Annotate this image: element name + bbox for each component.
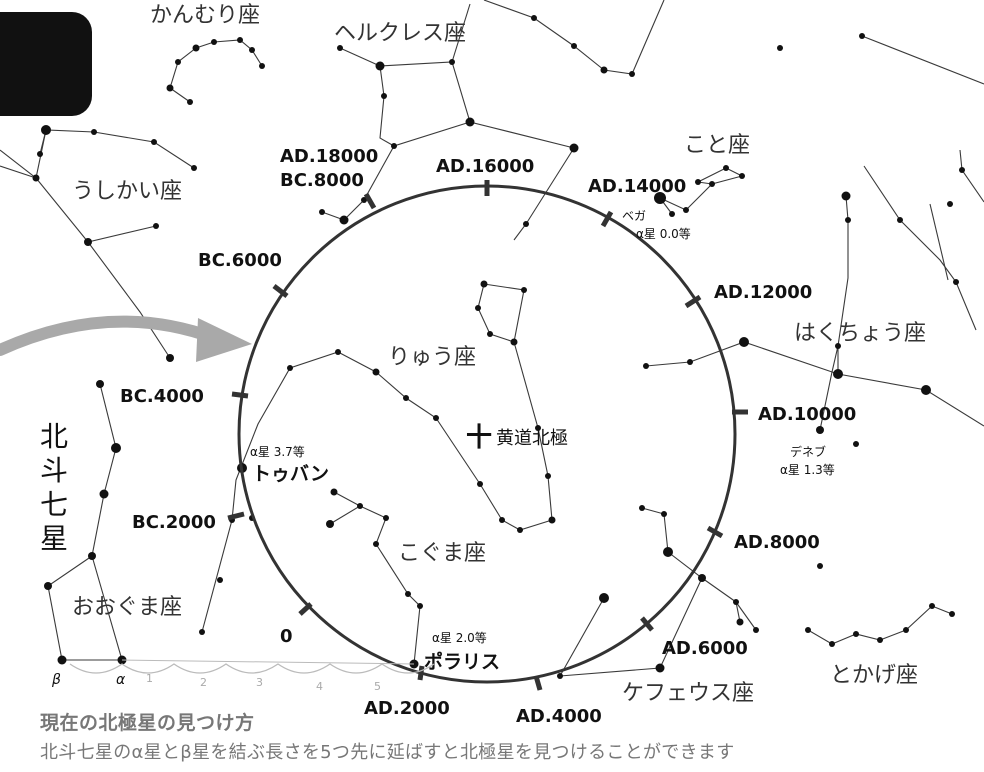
pointer-step-3: 3	[256, 676, 263, 689]
circle-labels: AD.18000 BC.8000 AD.16000 AD.14000 AD.12…	[120, 146, 856, 727]
svg-text:デネブ: デネブ	[790, 444, 826, 459]
circle-ticks	[227, 180, 748, 691]
constellation-names: かんむり座 ヘルクレス座 こと座 うしかい座 りゅう座 はくちょう座 こぐま座 …	[72, 3, 926, 706]
name-koguma: こぐま座	[398, 541, 486, 566]
name-hokuto: 北 斗 七 星	[40, 420, 68, 555]
ecliptic-pole-mark: 十	[466, 423, 492, 453]
pointer-step-2: 2	[200, 676, 207, 689]
label-zero: 0	[280, 626, 293, 647]
svg-text:α星 2.0等: α星 2.0等	[432, 631, 487, 645]
pointer-step-4: 4	[316, 680, 323, 693]
pointer-beta: β	[51, 672, 61, 688]
name-herakles: ヘルクレス座	[334, 21, 466, 46]
name-hakucho: はくちょう座	[794, 321, 926, 346]
svg-text:七: 七	[40, 488, 68, 521]
label-ad4000: AD.4000	[516, 706, 602, 727]
label-bc8000: BC.8000	[280, 170, 364, 191]
svg-text:星: 星	[40, 522, 68, 555]
svg-text:α星 0.0等: α星 0.0等	[636, 227, 691, 241]
star-vega: ベガ α星 0.0等	[622, 209, 691, 241]
star-polaris: α星 2.0等 ポラリス	[424, 631, 500, 673]
name-koto: こと座	[684, 133, 750, 158]
label-bc4000: BC.4000	[120, 386, 204, 407]
caption-text: 北斗七星のα星とβ星を結ぶ長さを5つ先に延ばすと北極星を見つけることができます	[40, 742, 735, 763]
svg-text:北: 北	[40, 420, 68, 453]
name-ooguma: おおぐま座	[72, 595, 182, 620]
pointer-step-1: 1	[146, 672, 153, 685]
label-ad6000: AD.6000	[662, 638, 748, 659]
label-ad16000: AD.16000	[436, 156, 534, 177]
svg-text:斗: 斗	[40, 454, 68, 487]
name-tokage: とかげ座	[830, 663, 918, 688]
label-ad8000: AD.8000	[734, 532, 820, 553]
svg-text:α星 3.7等: α星 3.7等	[250, 445, 305, 459]
svg-text:トゥバン: トゥバン	[252, 463, 329, 485]
pointer-step-5: 5	[374, 680, 381, 693]
name-cepheus: ケフェウス座	[622, 681, 754, 706]
ecliptic-pole-label: 黄道北極	[496, 428, 568, 449]
curved-arrow	[0, 315, 252, 362]
black-tab-block	[0, 12, 92, 116]
caption-title: 現在の北極星の見つけ方	[40, 712, 255, 734]
pointer-extension: β α 1 2 3 4 5	[51, 659, 435, 693]
svg-text:α星 1.3等: α星 1.3等	[780, 463, 835, 477]
label-bc6000: BC.6000	[198, 250, 282, 271]
star-thuban: α星 3.7等 トゥバン	[250, 445, 329, 485]
label-bc2000: BC.2000	[132, 512, 216, 533]
background-stars	[32, 15, 965, 679]
name-ryu: りゅう座	[388, 345, 476, 370]
label-ad18000: AD.18000	[280, 146, 378, 167]
pointer-alpha: α	[116, 672, 126, 688]
svg-text:ベガ: ベガ	[622, 209, 646, 223]
star-deneb: デネブ α星 1.3等	[780, 444, 835, 477]
svg-text:ポラリス: ポラリス	[424, 650, 500, 673]
label-ad2000: AD.2000	[364, 698, 450, 719]
label-ad12000: AD.12000	[714, 282, 812, 303]
label-ad10000: AD.10000	[758, 404, 856, 425]
name-kanmuri: かんむり座	[150, 3, 260, 28]
name-ushikai: うしかい座	[72, 179, 182, 204]
label-ad14000: AD.14000	[588, 176, 686, 197]
